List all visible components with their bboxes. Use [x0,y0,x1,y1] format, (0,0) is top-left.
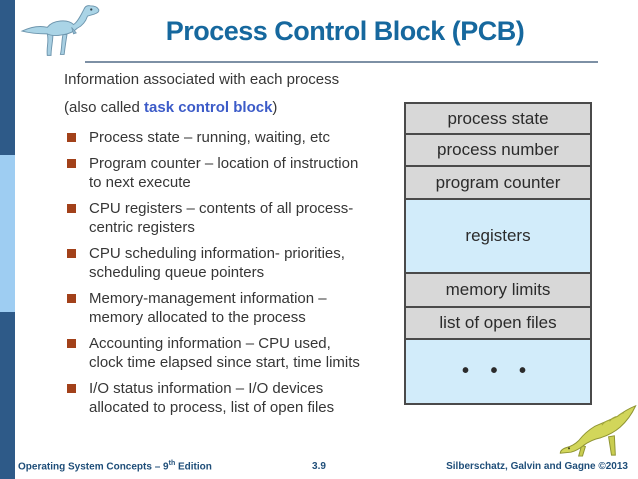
left-bar-light-middle [0,155,15,312]
bullet-square-icon [67,249,76,258]
bullet-square-icon [67,339,76,348]
footer-book-title: Operating System Concepts – 9th Edition [18,460,212,472]
list-item: I/O status information – I/O devices all… [64,379,362,417]
bullet-square-icon [67,294,76,303]
title-underline [85,61,598,63]
list-item: Process state – running, waiting, etc [64,128,362,147]
list-item: Memory-management information – memory a… [64,289,362,327]
footer-edition-sup: th [168,459,176,467]
slide-body: Information associated with each process… [64,70,404,424]
task-control-block-highlight: task control block [144,99,273,116]
page-number: 3.9 [312,461,326,472]
left-bar-dark-bottom [0,312,15,479]
bullet-square-icon [67,159,76,168]
footer-left-suffix: Edition [175,461,212,472]
footer-left-text: Operating System Concepts – 9 [18,461,169,472]
pcb-row-program-counter: program counter [406,165,590,198]
intro-text: Information associated with each process [64,71,340,88]
dinosaur-logo-icon [556,402,638,458]
intro-text-2: (also called task control block) [64,98,404,117]
pcb-row-process-number: process number [406,133,590,165]
pcb-row-process-state: process state [406,104,590,133]
bullet-square-icon [67,133,76,142]
list-item: CPU registers – contents of all process-… [64,199,362,237]
dinosaur-bottom-right-icon [559,404,637,457]
bullet-square-icon [67,384,76,393]
pcb-row-ellipsis: • • • [406,338,590,403]
intro-prefix: (also called [64,99,145,116]
left-accent-bar [0,0,15,479]
pcb-row-memory-limits: memory limits [406,272,590,306]
pcb-diagram: process state process number program cou… [404,102,592,405]
left-bar-dark-top [0,0,15,155]
footer-authors: Silberschatz, Galvin and Gagne ©2013 [446,461,628,472]
list-item: Accounting information – CPU used, clock… [64,334,362,372]
bullet-text: CPU registers – contents of all process-… [89,200,354,236]
bullet-text: Process state – running, waiting, etc [89,129,330,146]
intro-suffix: ) [272,99,278,116]
list-item: Program counter – location of instructio… [64,154,362,192]
bullet-text: CPU scheduling information- priorities, … [89,245,345,281]
bullet-text: Memory-management information – memory a… [89,290,327,326]
dinosaur-top-left-icon [20,5,100,56]
bullet-text: Program counter – location of instructio… [89,155,359,191]
list-item: CPU scheduling information- priorities, … [64,244,362,282]
page-title: Process Control Block (PCB) [165,16,525,46]
bullet-text: I/O status information – I/O devices all… [89,380,335,416]
dinosaur-logo-icon [18,3,114,61]
pcb-row-registers: registers [406,198,590,272]
bullet-square-icon [67,204,76,213]
bullet-list: Process state – running, waiting, etc Pr… [64,128,364,417]
bullet-text: Accounting information – CPU used, clock… [89,335,360,371]
pcb-row-list-of-open-files: list of open files [406,306,590,338]
